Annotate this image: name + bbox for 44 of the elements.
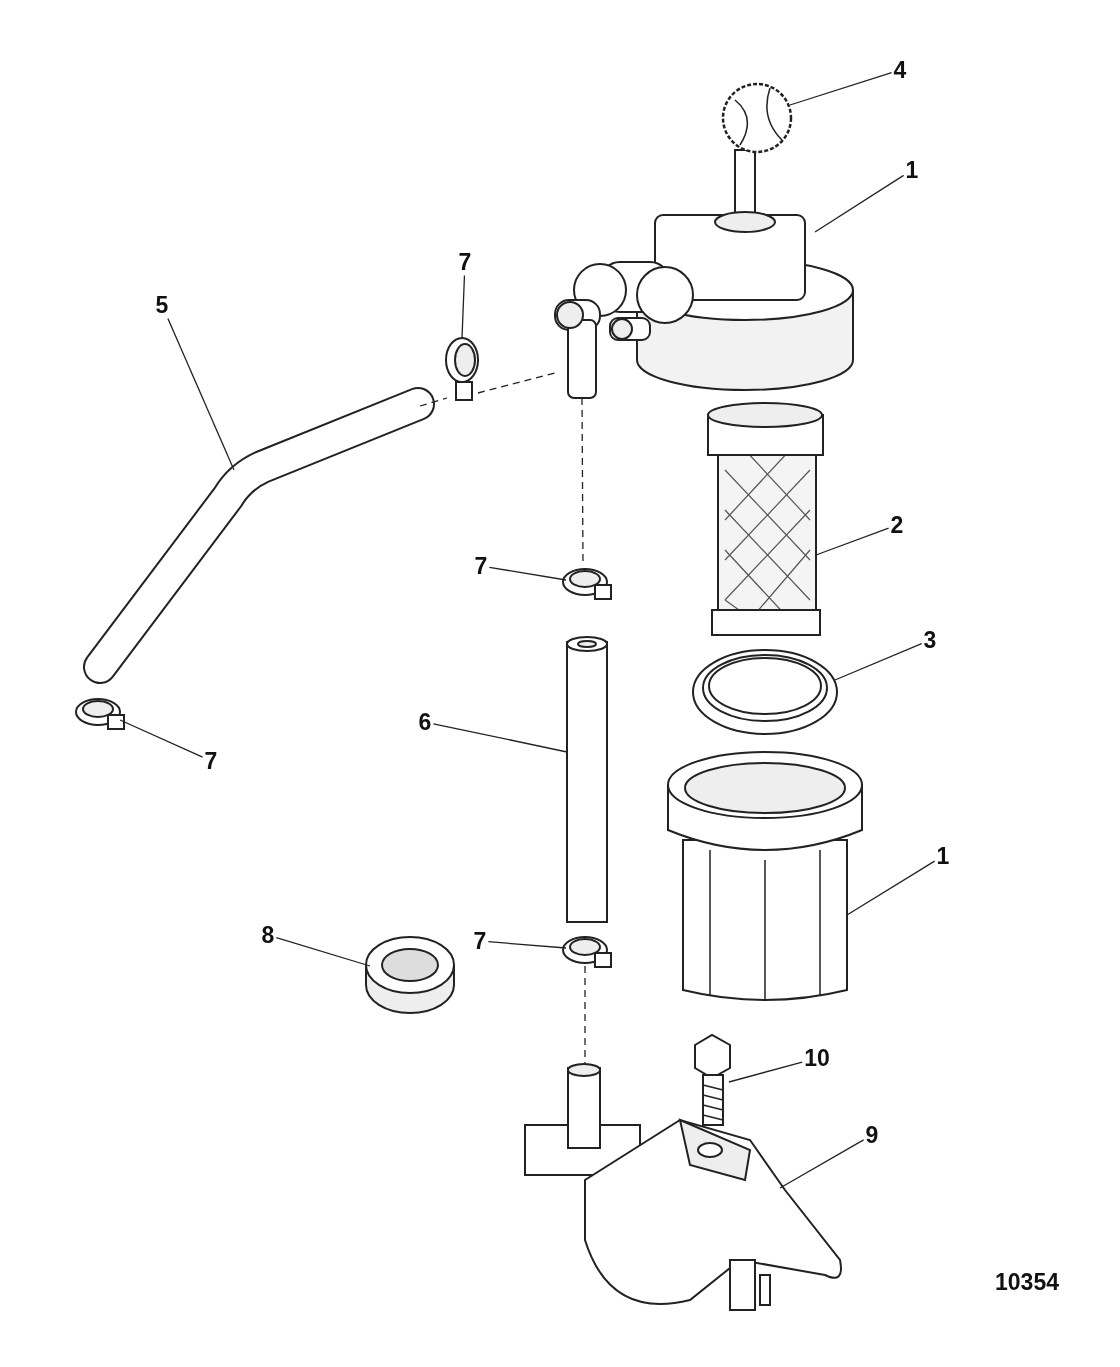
leader-line: [789, 72, 893, 106]
filter-screen-drawing: [707, 402, 824, 636]
leader-line: [814, 174, 905, 233]
screw-drawing: [694, 1033, 731, 1126]
figure-number: 10354: [995, 1270, 1059, 1294]
filter-bowl-drawing: [667, 751, 863, 1001]
callout-number: 9: [865, 1123, 879, 1147]
leader-line: [834, 642, 923, 681]
leader-line: [779, 1139, 865, 1189]
cap-drawing: [721, 82, 793, 154]
callout-number: 8: [261, 923, 275, 947]
o-ring-drawing: [692, 649, 838, 735]
callout-number: 7: [474, 554, 488, 578]
leader-line: [119, 719, 204, 758]
callout-number: 7: [473, 929, 487, 953]
leader-line: [487, 941, 567, 949]
callout-number: 1: [905, 158, 919, 182]
leader-line: [461, 274, 466, 339]
assembly-line: [584, 965, 586, 1064]
hose-drawing: [83, 387, 435, 684]
callout-number: 1: [936, 844, 950, 868]
filter-head-drawing: [554, 149, 854, 399]
hose-clamp-drawing: [445, 337, 479, 401]
hose-clamp-drawing: [562, 568, 612, 600]
assembly-line: [419, 397, 448, 407]
ring-drawing: [365, 936, 455, 1014]
leader-line: [846, 860, 936, 916]
callout-number: 7: [458, 250, 472, 274]
leader-line: [432, 723, 568, 753]
callout-number: 10: [804, 1046, 830, 1070]
callout-number: 3: [923, 628, 937, 652]
leader-line: [728, 1061, 803, 1083]
leader-line: [815, 527, 890, 556]
callout-number: 6: [418, 710, 432, 734]
callout-number: 4: [893, 58, 907, 82]
leader-line: [488, 566, 567, 581]
leader-line: [167, 317, 235, 471]
tube-drawing: [566, 636, 608, 923]
hose-clamp-drawing: [75, 698, 125, 730]
callout-number: 5: [155, 293, 169, 317]
hose-clamp-drawing: [562, 936, 612, 968]
callout-number: 2: [890, 513, 904, 537]
callout-number: 7: [204, 749, 218, 773]
leader-line: [275, 936, 371, 967]
